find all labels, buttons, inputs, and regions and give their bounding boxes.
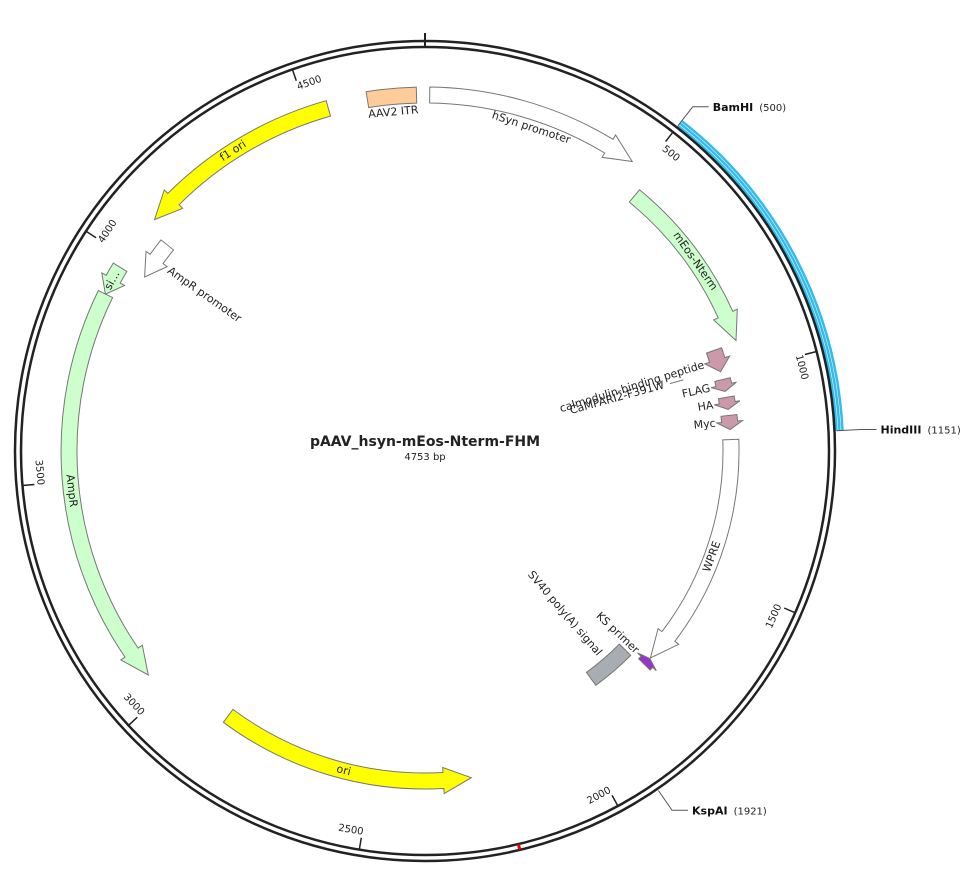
feature-label: Myc (693, 417, 716, 432)
site-name: BamHI (713, 101, 754, 114)
feature-ampr-promoter (144, 239, 175, 278)
site-leader-line (657, 790, 688, 811)
feature-label: SV40 poly(A) signal (525, 568, 605, 658)
tick-mark (783, 607, 796, 614)
highlight-layer (677, 120, 844, 431)
tick-label: 1500 (764, 603, 784, 631)
plasmid-size: 4753 bp (404, 452, 445, 463)
tick-mark (127, 716, 138, 726)
tick-mark (22, 483, 35, 487)
feature-myc-tag (714, 413, 745, 431)
tick-mark (611, 795, 619, 807)
site-leader-line (677, 106, 709, 127)
plasmid-name: pAAV_hsyn-mEos-Nterm-FHM (310, 434, 540, 450)
site-layer: BamHI (500) HindIII (1151) KspAI (1921) (657, 101, 961, 817)
tick-label: 4500 (296, 74, 324, 93)
feature-ampr (60, 289, 150, 676)
tick-mark (291, 69, 298, 81)
feature-ha-tag (714, 395, 741, 410)
site-position: (1921) (734, 806, 767, 817)
tick-label: 1000 (793, 354, 810, 381)
backbone-ring (13, 39, 837, 863)
feature-signal-seq (101, 262, 128, 295)
feature-hsyn-promoter (429, 86, 634, 163)
highlight-arc (679, 122, 841, 431)
backbone-outer-circle (13, 39, 837, 863)
feature-mEos-nterm (628, 189, 738, 342)
feature-ori (222, 708, 473, 795)
restriction-site-label: KspAI (1921) (692, 804, 767, 817)
tick-label: 3000 (121, 692, 146, 718)
tick-label: 4000 (96, 218, 119, 245)
restriction-site-label: BamHI (500) (713, 101, 787, 114)
tick-label: 2000 (585, 785, 613, 807)
tick-label: 3500 (33, 459, 46, 485)
tick-label: 500 (660, 144, 682, 164)
feature-label: AmpR (63, 474, 80, 508)
restriction-site-label: HindIII (1151) (881, 424, 961, 437)
feature-label: mEos-Nterm (670, 229, 720, 292)
feature-label: ori (335, 762, 352, 778)
highlight-arc (677, 124, 838, 431)
tick-mark (85, 230, 97, 239)
position-marker (516, 843, 522, 851)
inner-label-line (669, 379, 684, 385)
feature-calmodulin-peptide (703, 347, 731, 373)
feature-aav2-itr (365, 86, 418, 109)
tick-mark (358, 837, 363, 850)
feature-label: FLAG (681, 382, 712, 401)
backbone-inner-circle (19, 45, 831, 857)
site-name: KspAI (692, 804, 728, 817)
tick-label: 2500 (337, 823, 364, 838)
feature-ks-primer (637, 652, 657, 672)
feature-label: AAV2 ITR (368, 103, 420, 121)
site-name: HindIII (881, 424, 922, 437)
feature-label: HA (697, 399, 715, 414)
feature-wpre (649, 438, 740, 659)
highlight-arc (680, 120, 844, 431)
tick-mark (665, 131, 674, 143)
feature-f1-ori (153, 100, 332, 221)
feature-layer (60, 86, 745, 795)
site-position: (1151) (927, 426, 960, 437)
site-leader-line (836, 429, 877, 432)
tick-mark (804, 350, 817, 356)
feature-flag-tag (710, 377, 737, 392)
feature-label: AmpR promoter (165, 264, 244, 325)
site-position: (500) (759, 103, 786, 114)
feature-sv40-polya (585, 643, 632, 686)
